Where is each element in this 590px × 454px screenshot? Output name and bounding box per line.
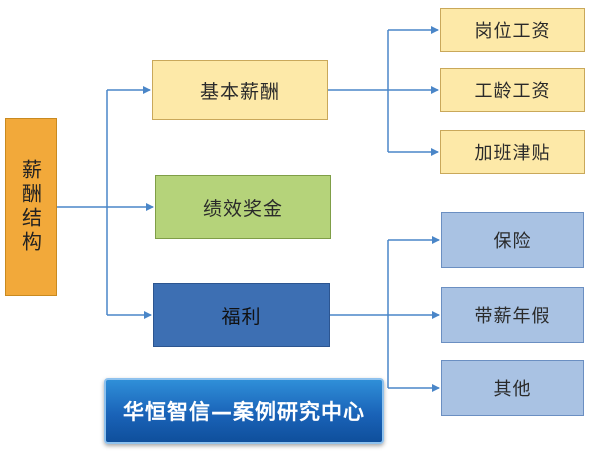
- basic-salary-node: 基本薪酬: [152, 60, 328, 120]
- post-wage-node: 岗位工资: [440, 8, 585, 52]
- paid-leave-node: 带薪年假: [441, 287, 584, 343]
- overtime-allowance-node: 加班津贴: [440, 130, 585, 174]
- root-node: 薪酬结构: [5, 118, 57, 296]
- seniority-wage-node: 工龄工资: [440, 68, 585, 112]
- source-banner: 华恒智信—案例研究中心: [104, 378, 384, 444]
- welfare-node: 福利: [153, 283, 330, 347]
- other-node: 其他: [441, 360, 584, 416]
- insurance-node: 保险: [441, 212, 584, 268]
- bonus-node: 绩效奖金: [155, 175, 331, 239]
